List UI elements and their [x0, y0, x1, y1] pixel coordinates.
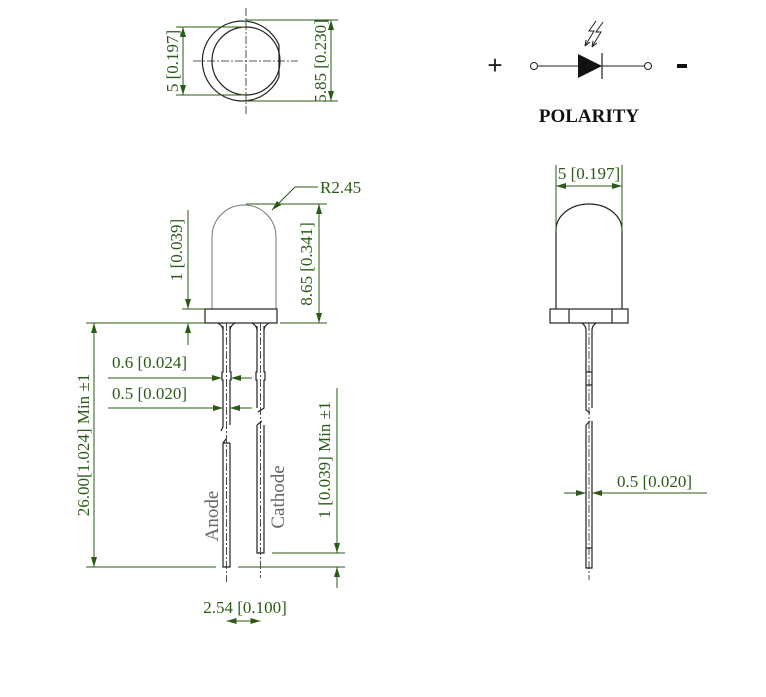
- lead-narrow-label: 0.5 [0.020]: [112, 384, 187, 403]
- anode-label: Anode: [202, 491, 223, 542]
- side-diameter-label: 5 [0.197]: [558, 164, 620, 183]
- side-lead: [585, 330, 593, 569]
- minus-sign-icon: [677, 64, 687, 68]
- cathode-label: Cathode: [268, 465, 289, 528]
- svg-text:-: -: [682, 59, 683, 61]
- pitch-label: 2.54 [0.100]: [203, 598, 287, 617]
- lead-wide-label: 0.6 [0.024]: [112, 353, 187, 372]
- top-view: 5 [0.197] 5.85 [0.230]: [163, 8, 338, 115]
- radius-leader: [271, 186, 318, 211]
- top-diameter-label: 5 [0.197]: [163, 30, 182, 92]
- diode-triangle-icon: [578, 54, 602, 78]
- side-view: 5 [0.197] 0.5 [0.020]: [549, 164, 707, 580]
- side-lens-outline: [555, 203, 623, 309]
- light-emission-arrows-icon: [584, 20, 604, 48]
- flange-thickness-label: 1 [0.039]: [167, 219, 186, 281]
- height-label: 8.65 [0.341]: [297, 222, 316, 306]
- led-lens-outline: [211, 204, 277, 309]
- lead-length-label: 26.00[1.024] Min ±1: [74, 374, 93, 517]
- front-view: R2.45 8.65 [0.341] 1 [0.039] 26.00[1.024…: [74, 178, 361, 624]
- plus-sign: +: [487, 50, 502, 80]
- radius-label: R2.45: [320, 178, 361, 197]
- polarity-symbol: + - POLARITY: [487, 20, 687, 127]
- side-lead-label: 0.5 [0.020]: [617, 472, 692, 491]
- top-flange-label: 5.85 [0.230]: [311, 19, 330, 103]
- cathode-lead: [255, 326, 266, 554]
- anode-terminal-icon: [530, 62, 538, 70]
- polarity-title: POLARITY: [539, 106, 640, 127]
- outer-flange-outline: [201, 20, 280, 102]
- side-flange: [549, 308, 629, 324]
- led-flange: [204, 308, 278, 324]
- lead-offset-label: 1 [0.039] Min ±1: [315, 402, 334, 519]
- cathode-terminal-icon: [644, 62, 652, 70]
